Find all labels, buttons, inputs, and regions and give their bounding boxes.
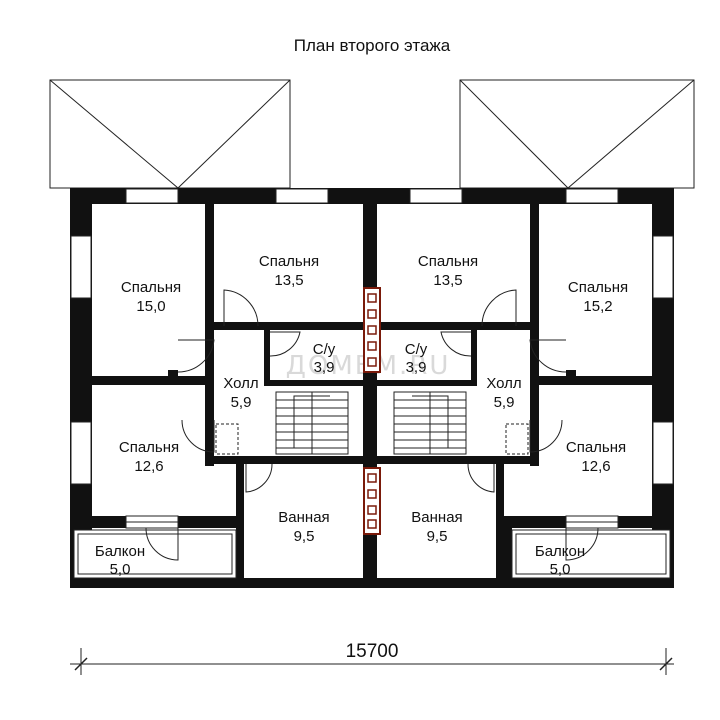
room-area-left-bedroom-bottom: 12,6 <box>134 458 163 475</box>
room-area-left-hall: 5,9 <box>231 394 252 411</box>
dimension-line <box>70 648 674 675</box>
room-area-left-balcony: 5,0 <box>110 561 131 578</box>
plan-title: План второго этажа <box>294 36 451 55</box>
dimension-value: 15700 <box>346 641 399 662</box>
room-name-right-bath: Ванная <box>411 509 462 526</box>
room-name-right-bedroom-top-outer: Спальня <box>568 279 628 296</box>
staircase-left <box>275 391 349 455</box>
room-name-right-bedroom-bottom: Спальня <box>566 439 626 456</box>
room-area-right-bedroom-top-outer: 15,2 <box>583 298 612 315</box>
staircase-right <box>393 391 467 455</box>
room-area-right-hall: 5,9 <box>494 394 515 411</box>
room-area-right-balcony: 5,0 <box>550 561 571 578</box>
doors <box>145 289 599 561</box>
chimney-lower <box>363 467 381 535</box>
room-name-left-bedroom-top-outer: Спальня <box>121 279 181 296</box>
room-name-right-bedroom-top-inner: Спальня <box>418 253 478 270</box>
room-name-right-balcony: Балкон <box>535 543 585 560</box>
windows <box>70 188 674 529</box>
room-name-left-balcony: Балкон <box>95 543 145 560</box>
room-area-right-bedroom-bottom: 12,6 <box>581 458 610 475</box>
room-name-left-hall: Холл <box>223 375 258 392</box>
room-area-left-bedroom-top-outer: 15,0 <box>136 298 165 315</box>
closet-right <box>505 423 529 455</box>
roof-right <box>459 79 695 189</box>
closet-left <box>215 423 239 455</box>
room-area-right-bath: 9,5 <box>427 528 448 545</box>
room-area-left-wc: 3,9 <box>314 359 335 376</box>
room-name-left-bedroom-top-inner: Спальня <box>259 253 319 270</box>
room-name-left-wc: С/у <box>313 341 336 358</box>
roof-left <box>49 79 291 189</box>
room-area-left-bath: 9,5 <box>294 528 315 545</box>
chimney-upper <box>363 287 381 373</box>
room-name-right-wc: С/у <box>405 341 428 358</box>
room-area-right-wc: 3,9 <box>406 359 427 376</box>
room-area-left-bedroom-top-inner: 13,5 <box>274 272 303 289</box>
balcony-railings <box>73 529 671 579</box>
room-name-left-bath: Ванная <box>278 509 329 526</box>
room-name-left-bedroom-bottom: Спальня <box>119 439 179 456</box>
room-name-right-hall: Холл <box>486 375 521 392</box>
room-area-right-bedroom-top-inner: 13,5 <box>433 272 462 289</box>
